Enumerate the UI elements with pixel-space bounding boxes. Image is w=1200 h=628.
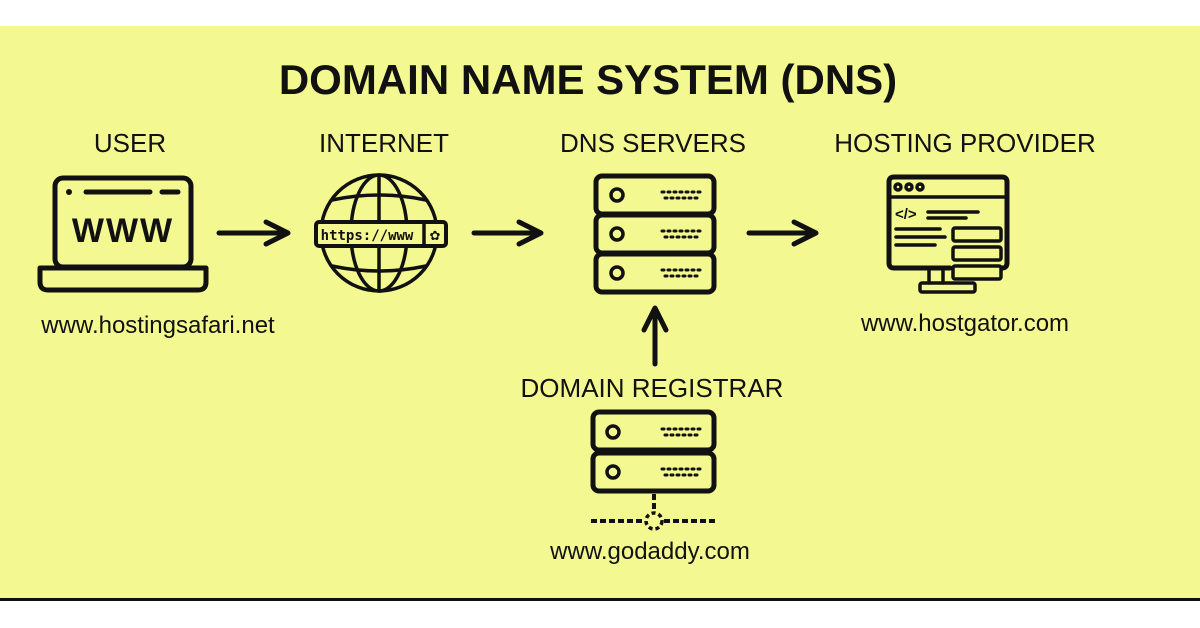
arrow-right-icon xyxy=(471,219,544,247)
arrow-right-icon xyxy=(746,219,819,247)
web-hosting-monitor-icon: </> xyxy=(886,174,1010,294)
diagram-background xyxy=(0,26,1200,599)
domain-registrar-url: www.godaddy.com xyxy=(549,538,750,565)
domain-registrar-label: DOMAIN REGISTRAR xyxy=(521,373,784,403)
star-icon: ✿ xyxy=(430,228,441,243)
user-label: USER xyxy=(94,128,166,158)
code-tag-icon: </> xyxy=(895,206,917,223)
diagram-title: DOMAIN NAME SYSTEM (DNS) xyxy=(279,56,897,103)
dns-servers-label: DNS SERVERS xyxy=(560,128,746,158)
bottom-divider xyxy=(0,598,1200,601)
arrow-up-icon xyxy=(641,305,669,367)
server-stack-icon xyxy=(593,173,717,295)
laptop-screen-text: WWW xyxy=(72,212,174,250)
user-url: www.hostingsafari.net xyxy=(40,312,275,339)
network-server-icon xyxy=(590,409,717,531)
laptop-www-icon: WWW xyxy=(37,175,209,293)
internet-label: INTERNET xyxy=(319,128,449,158)
hosting-provider-label: HOSTING PROVIDER xyxy=(834,128,1095,158)
globe-icon: https://www ✿ xyxy=(314,173,448,293)
arrow-right-icon xyxy=(216,219,291,247)
hosting-provider-url: www.hostgator.com xyxy=(860,310,1069,337)
globe-url-text: https://www xyxy=(321,228,414,244)
